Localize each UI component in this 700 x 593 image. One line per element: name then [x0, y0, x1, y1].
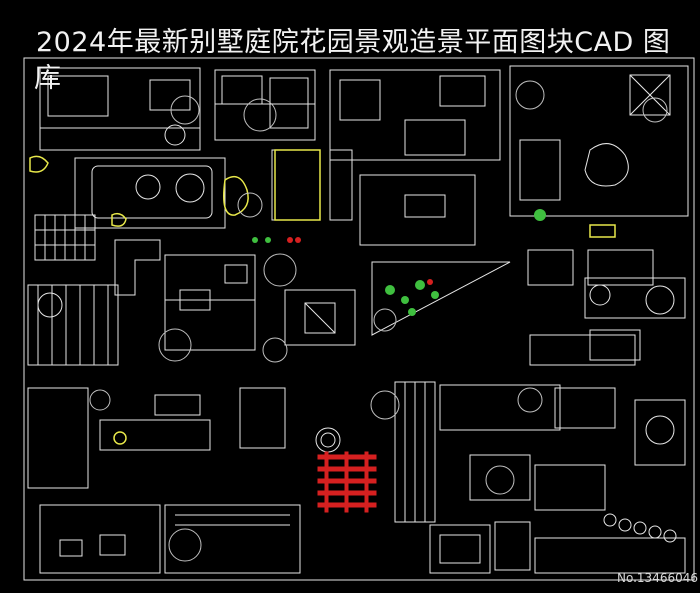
- lower-villa-2: [239, 387, 341, 453]
- villa-block-2: [214, 69, 316, 141]
- bottom-villa-2: [164, 504, 301, 574]
- villa-block-4: [509, 65, 689, 217]
- red-pergola: [317, 451, 377, 513]
- page-title-continuation: 库: [34, 63, 61, 94]
- red-dots: [287, 237, 433, 285]
- living-layout: [164, 254, 256, 351]
- roof-hatch-block: [27, 284, 119, 366]
- triangle-lawn: [371, 261, 511, 336]
- lower-villa-1: [27, 387, 211, 489]
- dining-block: [284, 289, 356, 346]
- l-shaped-deck: [114, 239, 161, 296]
- gazebo-block: [527, 249, 686, 319]
- pool-garden: [74, 157, 226, 229]
- villa-block-1: [39, 67, 201, 151]
- lounge-block: [469, 399, 686, 511]
- terrace-block: [359, 174, 476, 246]
- pergola-block: [529, 329, 641, 366]
- bottom-villa-1: [39, 504, 161, 574]
- drawing-border: [23, 57, 695, 581]
- boardwalk-block: [394, 381, 616, 523]
- grid-patio: [34, 214, 96, 261]
- bottom-planter-block: [429, 521, 686, 574]
- page-title: 2024年最新别墅庭院花园景观造景平面图块CAD 图: [36, 27, 671, 58]
- image-id-label: No.13466046: [617, 571, 698, 585]
- green-planting: [252, 209, 546, 316]
- yellow-highlight-outlines: [29, 149, 616, 445]
- tree-symbols: [89, 80, 668, 562]
- villa-block-3: [329, 69, 501, 161]
- stepping-stones: [603, 513, 677, 543]
